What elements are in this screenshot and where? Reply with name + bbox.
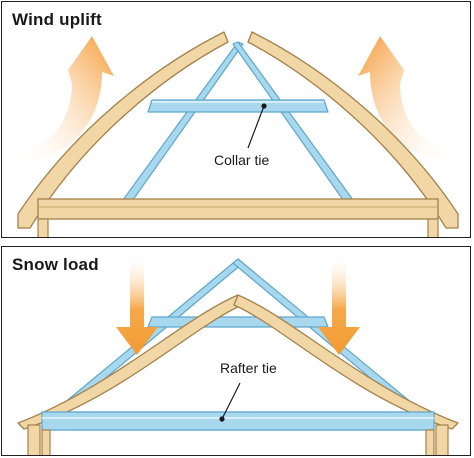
panel-title-wind-uplift: Wind uplift (12, 10, 102, 29)
rafter-tie-dot (219, 416, 225, 422)
right-uplift-arrow (358, 36, 460, 162)
original-truss (119, 41, 357, 205)
collar-tie-label: Collar tie (214, 152, 270, 168)
sagging-rafters (17, 294, 459, 430)
wall-top-plate (37, 198, 439, 237)
wind-uplift-diagram (12, 31, 460, 237)
snow-load-diagram (17, 253, 459, 455)
original-truss (39, 258, 437, 431)
left-uplift-arrow (12, 36, 114, 162)
snow-load-panel: Snow load Rafter tie (1, 246, 471, 456)
left-snow-arrow (116, 253, 158, 355)
right-snow-arrow (318, 253, 360, 355)
ceiling-joist (41, 411, 435, 431)
panel-title-snow-load: Snow load (12, 255, 99, 274)
rafter-tie-leader (221, 382, 241, 420)
wall-posts (27, 424, 449, 455)
wind-uplift-panel: Wind uplift Collar tie (1, 1, 471, 238)
rafter-tie-label: Rafter tie (220, 360, 277, 376)
collar-tie-dot (261, 103, 267, 109)
collar-tie-leader (247, 105, 265, 149)
